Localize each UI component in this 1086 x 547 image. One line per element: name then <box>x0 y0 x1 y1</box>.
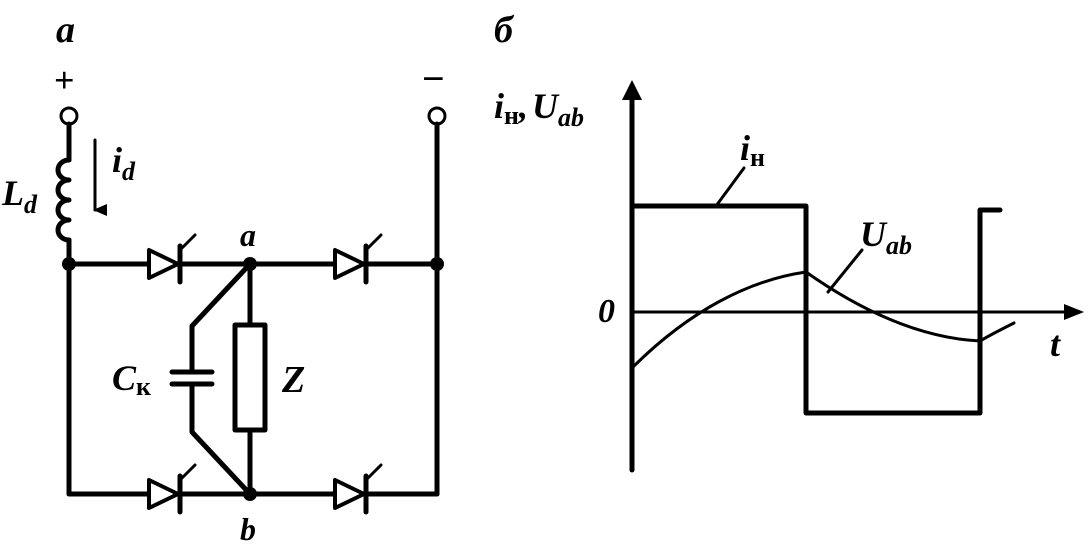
node-right-top <box>430 257 444 271</box>
ck-label: Cк <box>112 358 151 401</box>
y-axis-arrowhead <box>622 80 642 100</box>
callout-i-load <box>714 166 746 208</box>
thyristor-bottom-left <box>147 463 197 515</box>
load-z <box>232 322 268 433</box>
plus-sign: + <box>54 60 75 100</box>
thyristor-top-right <box>333 233 383 285</box>
x-axis-arrowhead <box>1064 304 1084 320</box>
wire-cap-top <box>189 261 253 375</box>
id-label: id <box>112 140 136 186</box>
panel-b-letter: б <box>494 9 515 51</box>
curve-u-label: Uab <box>860 214 912 260</box>
y-axis-label: iн,Uab <box>494 86 584 132</box>
thyristor-bottom-right <box>333 463 383 515</box>
zero-label: 0 <box>598 293 615 330</box>
callout-u-ab <box>826 248 864 294</box>
curve-i-label: iн <box>740 128 765 172</box>
z-label: Z <box>281 359 305 401</box>
node-left-top <box>62 257 76 271</box>
ld-label: Ld <box>1 173 38 219</box>
waveform-plot: б iн,Uab 0 t iн Uab <box>494 9 1084 473</box>
wire-cap-bottom <box>189 381 253 497</box>
curve-i-load <box>629 203 1003 416</box>
minus-sign: − <box>422 56 445 101</box>
inductor-ld <box>55 157 72 243</box>
curve-u-ab <box>630 270 1016 370</box>
node-b-label: b <box>240 511 256 547</box>
panel-a-letter: а <box>56 9 75 51</box>
thyristor-top-left <box>147 233 197 285</box>
t-label: t <box>1050 324 1061 364</box>
node-a-label: a <box>240 217 256 253</box>
circuit-diagram: а + Ld id − <box>1 9 447 547</box>
